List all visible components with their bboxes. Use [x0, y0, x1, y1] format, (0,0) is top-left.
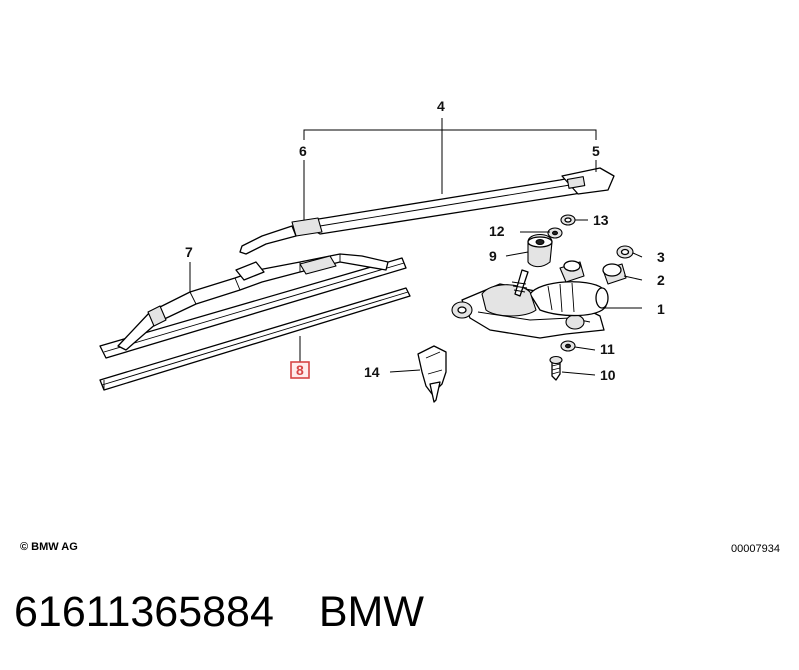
callout-11[interactable]: 11: [600, 341, 615, 357]
parts-diagram: 4 6 5 7 12 13 9 3 2 1 11 10 14 8: [99, 98, 665, 403]
wiper-motor-assembly[interactable]: [451, 269, 609, 339]
part-footer: 61611365884 BMW: [14, 588, 424, 637]
cap-nut-cover[interactable]: [527, 233, 553, 268]
callout-4[interactable]: 4: [437, 98, 445, 114]
leader-lines: [189, 118, 643, 376]
washer-and-bolt[interactable]: [549, 340, 576, 381]
callout-5[interactable]: 5: [592, 143, 600, 159]
part-number: 61611365884: [14, 588, 274, 636]
rubber-grommets[interactable]: [559, 245, 634, 285]
callout-10[interactable]: 10: [600, 367, 616, 383]
highlight-box: [290, 361, 310, 379]
callout-12[interactable]: 12: [489, 223, 505, 239]
copyright-notice: © BMW AG: [20, 541, 78, 553]
callout-2[interactable]: 2: [657, 272, 665, 288]
callout-14[interactable]: 14: [364, 364, 380, 380]
callout-8-highlighted[interactable]: 8: [290, 361, 310, 379]
nut-and-washer[interactable]: [547, 214, 576, 239]
callout-13[interactable]: 13: [593, 212, 609, 228]
callout-7[interactable]: 7: [185, 244, 193, 260]
retaining-clip[interactable]: [417, 345, 447, 403]
callout-8[interactable]: 8: [296, 362, 304, 378]
callout-1[interactable]: 1: [657, 301, 665, 317]
callout-3[interactable]: 3: [657, 249, 665, 265]
callout-9[interactable]: 9: [489, 248, 497, 264]
wiper-rubber-insert[interactable]: [99, 287, 411, 391]
wiper-arm[interactable]: [239, 167, 615, 255]
wiper-blade[interactable]: [99, 253, 407, 359]
brand-name: BMW: [318, 588, 424, 636]
callout-6[interactable]: 6: [299, 143, 307, 159]
diagram-id: 00007934: [731, 543, 780, 555]
